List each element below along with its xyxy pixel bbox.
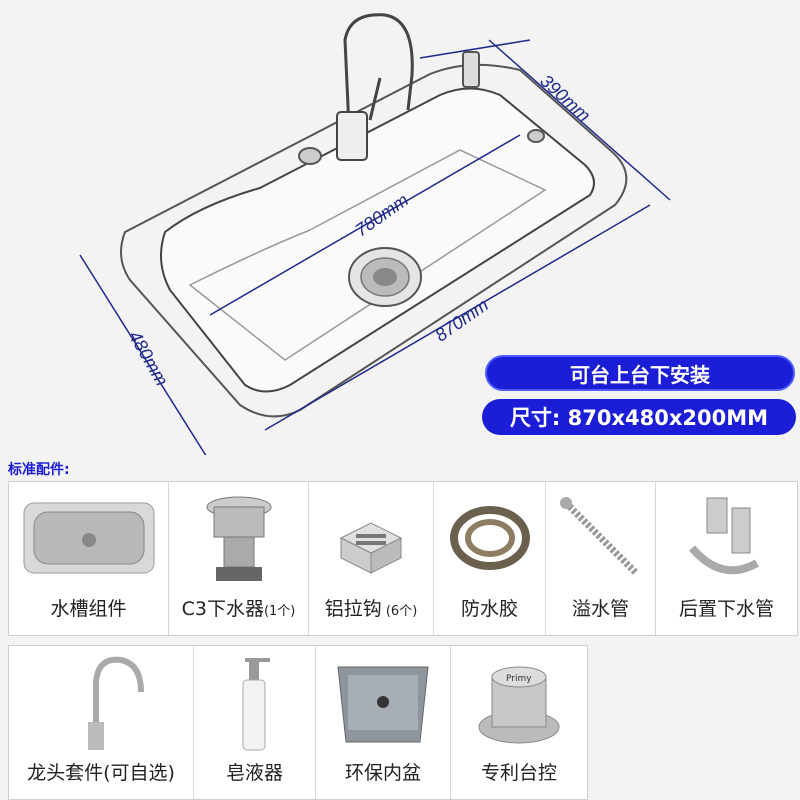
accessory-faucet-kit: 龙头套件(可自选) [9,646,194,799]
size-badge: 尺寸: 870x480x200MM [482,399,796,435]
tape-image [449,506,530,570]
accessory-label: C3下水器 [181,598,264,620]
accessory-rear-drain-pipe: 后置下水管 [656,482,797,635]
accessories-row-1: 水槽组件 C3下水器(1个) 铝拉钩 (6个) [8,481,798,636]
accessories-row-2: 龙头套件(可自选) 皂液器 环保内盆 Primy [8,645,588,800]
accessory-note: (6个) [381,604,418,619]
faucet-image [88,656,144,750]
accessory-label: 后置下水管 [678,598,774,620]
accessory-soap-dispenser: 皂液器 [194,646,316,799]
accessory-label: 环保内盆 [344,762,421,784]
accessory-label: 溢水管 [571,598,629,620]
accessory-waterproof-tape: 防水胶 [434,482,546,635]
accessory-sink-kit: 水槽组件 [9,482,169,635]
accessory-label: 铝拉钩 [324,598,382,620]
accessory-label: 龙头套件(可自选) [27,762,175,784]
accessories-title: 标准配件: [8,462,70,478]
sink-kit-image [23,502,154,574]
accessory-aluminum-clips: 铝拉钩 (6个) [309,482,434,635]
knob-image: Primy [478,666,560,744]
soap-dispenser-image [242,658,270,751]
accessory-patent-countertop-control: Primy 专利台控 [451,646,587,799]
eco-basin-image [337,666,429,743]
knob-brand-text: Primy [506,674,532,684]
accessory-overflow-pipe: 溢水管 [546,482,656,635]
sink-diagram: 390mm 780mm 870mm 480mm [79,13,671,471]
accessory-note: (1个) [263,604,296,619]
accessory-label: 防水胶 [460,598,518,620]
accessory-eco-basin: 环保内盆 [316,646,451,799]
sink-line-drawing [79,13,671,471]
overflow-pipe-image [559,497,638,576]
clips-image [339,522,403,574]
drain-image [206,496,271,581]
rear-drain-image [688,497,759,575]
install-badge: 可台上台下安装 [485,355,795,391]
accessory-label: 皂液器 [225,762,283,784]
accessory-label: 水槽组件 [50,598,127,620]
accessory-c3-drain: C3下水器(1个) [169,482,309,635]
accessory-label: 专利台控 [480,762,557,784]
